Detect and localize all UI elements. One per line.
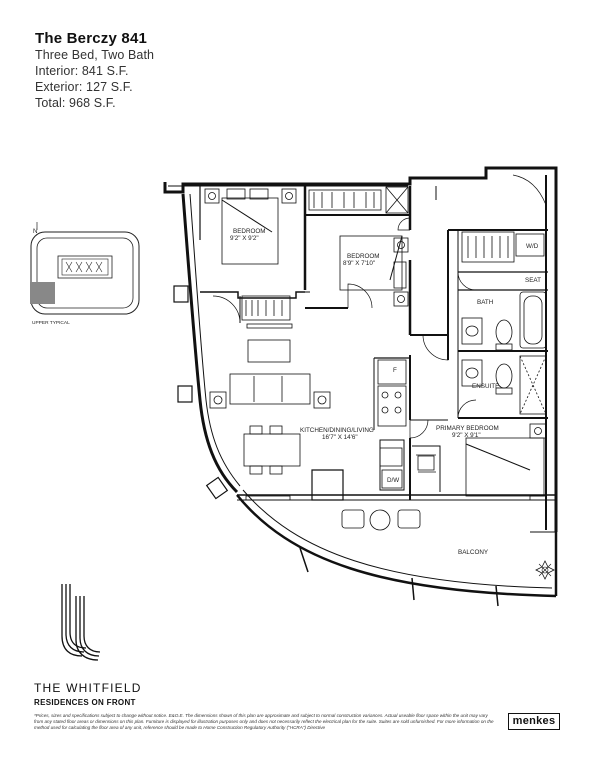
primary-furniture [465,423,547,501]
kitchen-appliances [377,359,436,489]
window-frames [173,285,229,500]
north-label: N [33,228,38,235]
bath-fixtures [461,231,547,415]
room-labels: BEDROOM 9'2" X 9'2" BEDROOM 8'9" X 7'10"… [230,228,541,556]
bedroom-b-furniture [308,186,409,307]
bedroom-b-name: BEDROOM [347,253,380,260]
total-area: Total: 968 S.F. [35,96,116,110]
brand-name: THE WHITFIELD [34,681,142,695]
wd-label: W/D [526,243,539,250]
bedroom-a-furniture [204,188,297,329]
bedroom-a-name: BEDROOM [233,228,266,235]
balcony [236,489,558,607]
exterior-area: Exterior: 127 S.F. [35,80,133,94]
primary-name: PRIMARY BEDROOM [436,425,499,432]
living-furniture [209,339,331,501]
seat-label: SEAT [525,277,541,284]
fridge-label: F [393,367,397,374]
walls [163,166,558,532]
unit-title: The Berczy 841 [35,30,148,47]
dishwasher-label: D/W [387,477,399,484]
primary-size: 9'2" X 9'1" [452,432,481,439]
balcony-label: BALCONY [458,549,489,556]
menkes-logo: menkes [508,713,560,730]
unit-layout: Three Bed, Two Bath [35,48,155,62]
brand-subtitle: RESIDENCES ON FRONT [34,698,136,707]
ensuite-label: ENSUITE [472,383,499,390]
bedroom-b-size: 8'9" X 7'10" [343,260,375,267]
bedroom-a-size: 9'2" X 9'2" [230,235,259,242]
kitchen-size: 16'7" X 14'6" [322,434,358,441]
keyplan-caption: UPPER TYPICAL [32,320,70,326]
kitchen-name: KITCHEN/DINING/LIVING [300,427,374,434]
legal-disclaimer: *Prices, sizes and specifications subjec… [34,713,494,730]
interior-area: Interior: 841 S.F. [35,64,129,78]
whitfield-logo [61,584,101,661]
balcony-furniture [341,509,421,531]
bath-label: BATH [477,299,494,306]
key-plan: N UPPER TYPICAL [30,222,140,326]
